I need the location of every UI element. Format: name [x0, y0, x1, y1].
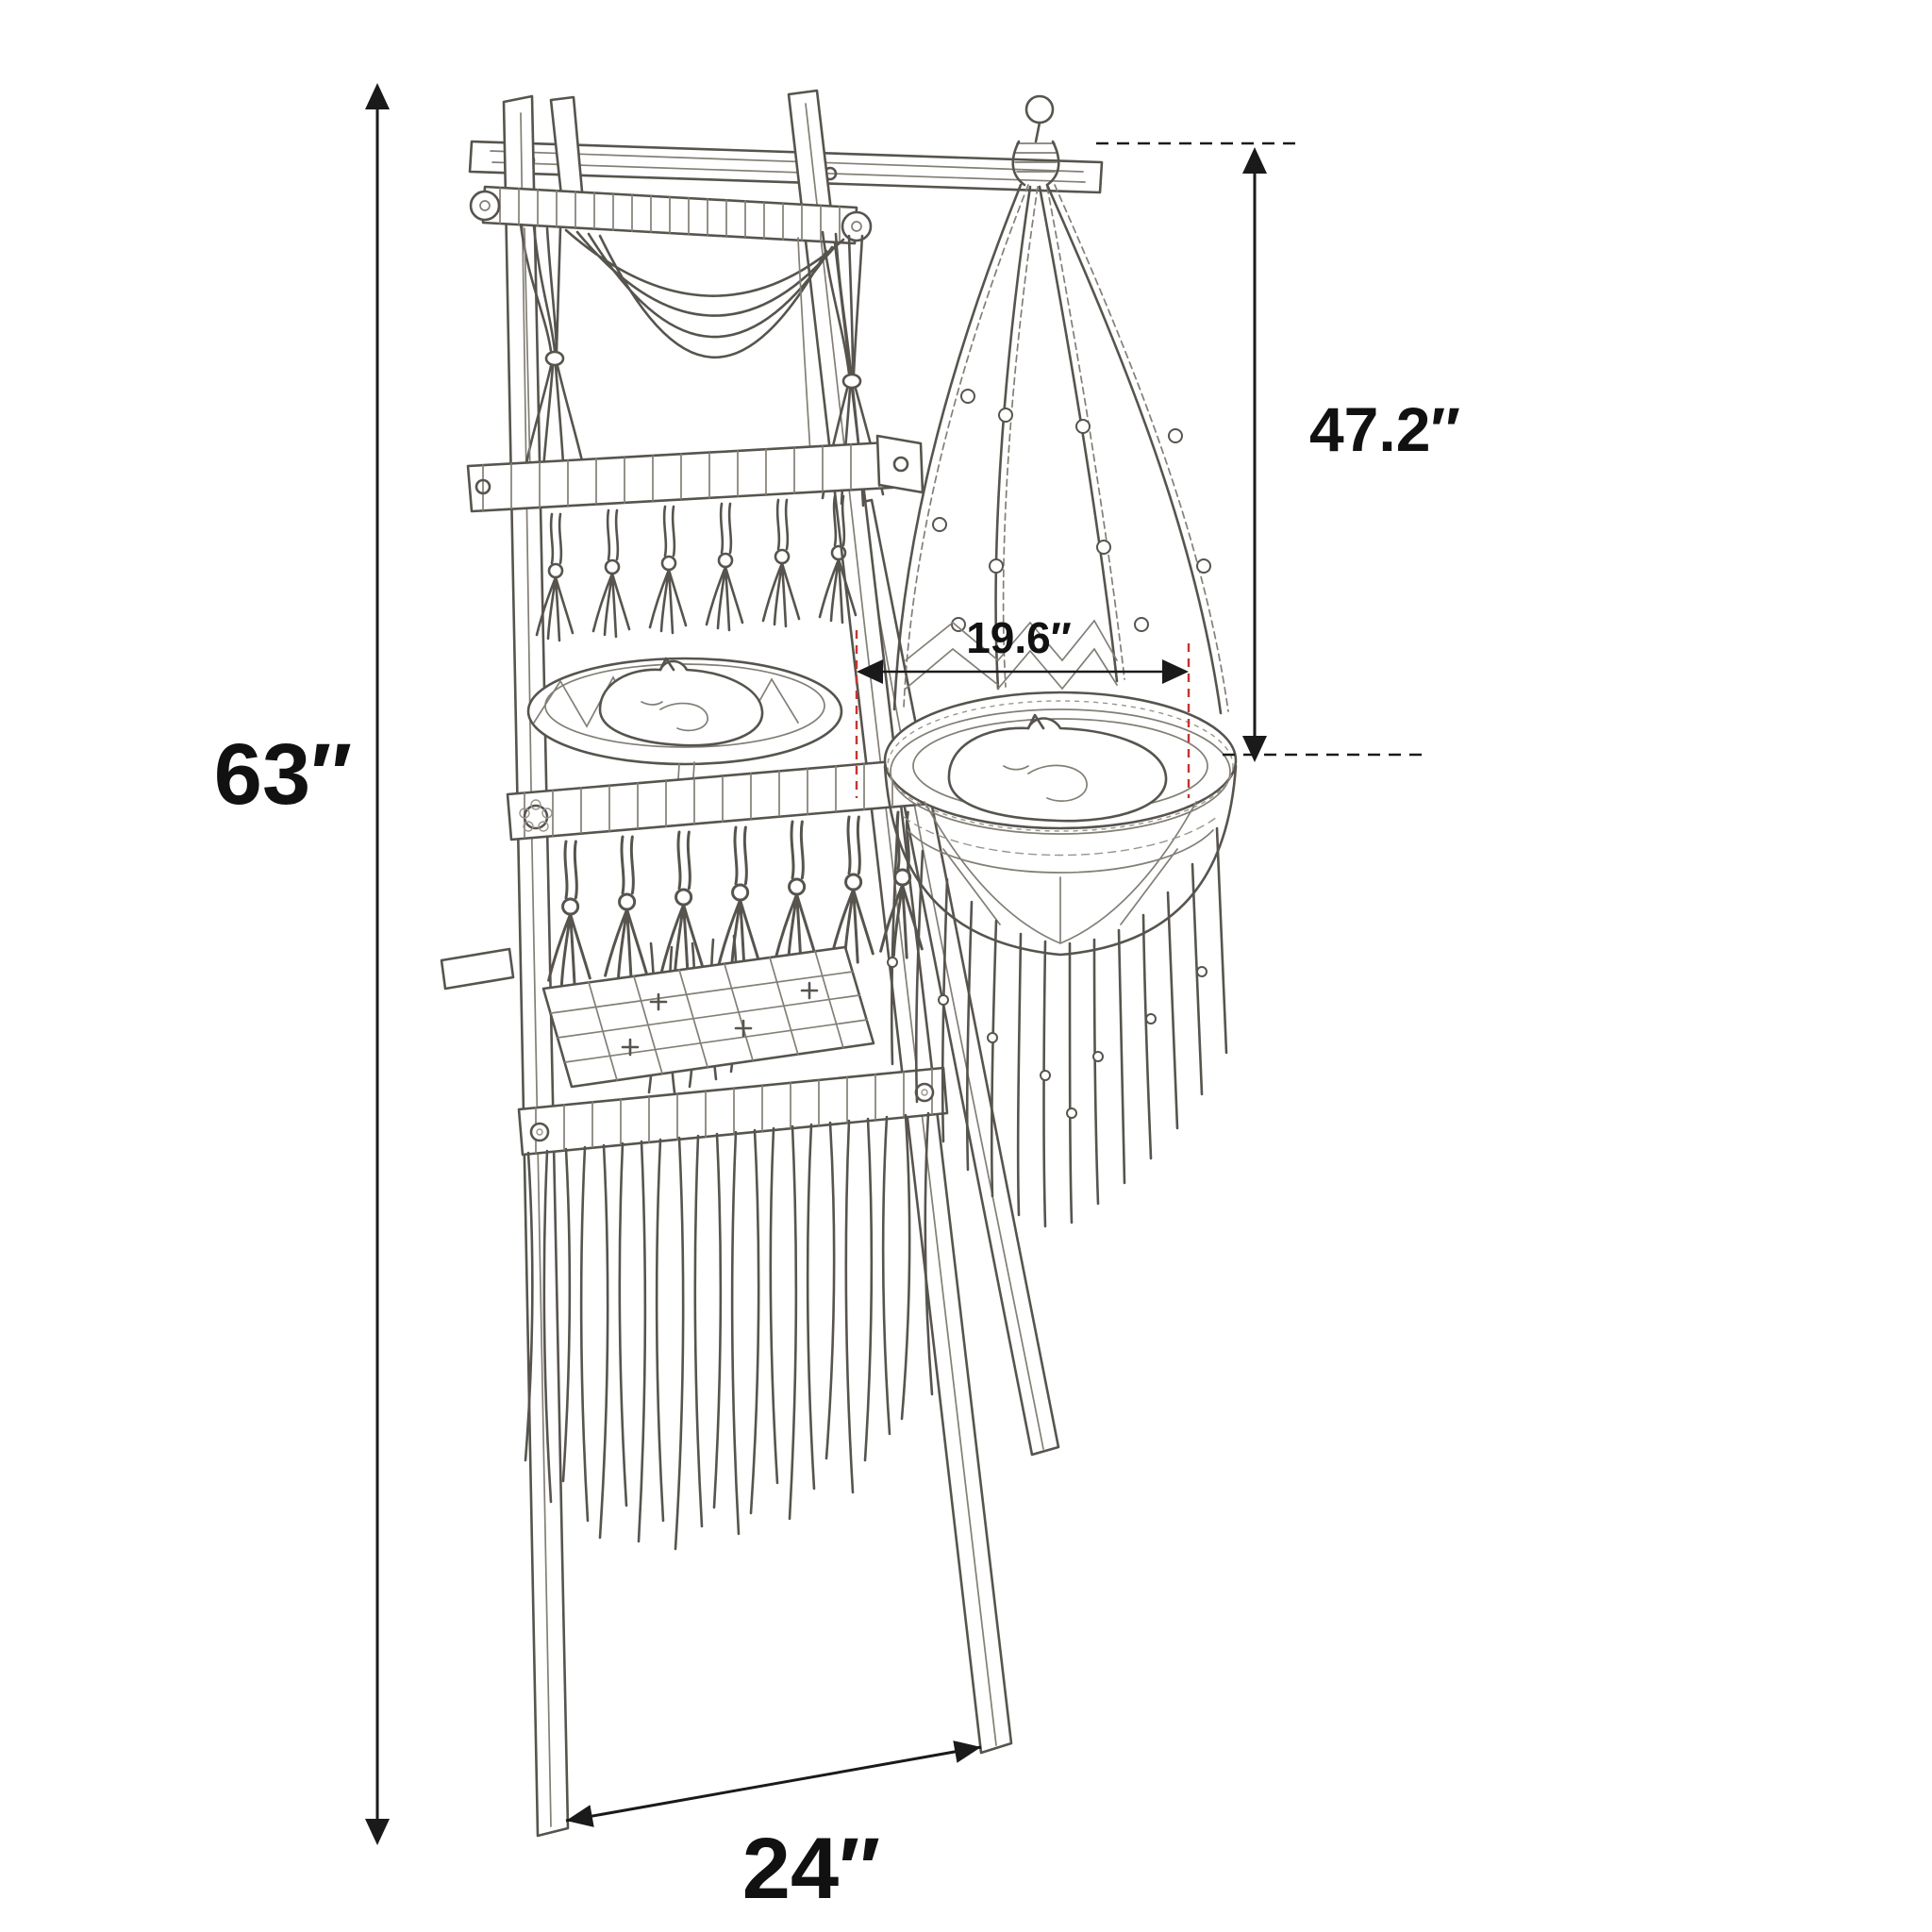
width-arrow-right	[953, 1740, 981, 1763]
hanging-arrow-down	[1242, 736, 1267, 762]
right-curtain	[821, 230, 864, 375]
left-top-post	[549, 95, 585, 206]
width-dimension-label: 24″	[742, 1821, 880, 1917]
flower-knob-left	[519, 799, 553, 832]
dimension-basket-width: 19.6″	[855, 613, 1191, 798]
width-dimension-line	[565, 1745, 982, 1823]
right-finial	[841, 210, 873, 242]
height-dimension-label: 63″	[214, 726, 352, 823]
board	[517, 1066, 949, 1157]
dimension-base-width: 24″	[565, 1740, 982, 1917]
rope-wrap	[1014, 142, 1058, 173]
left-curtain	[519, 223, 562, 353]
bottom-board	[517, 1066, 949, 1157]
width-arrow-left	[566, 1805, 594, 1827]
basket-arrow-right	[1162, 659, 1189, 684]
basket-body	[883, 764, 1238, 957]
cat-in-basket	[947, 717, 1168, 823]
dimension-hanging-height: 47.2″	[1096, 142, 1460, 762]
basket-arrow-left	[857, 659, 883, 684]
hook-ring	[1024, 94, 1055, 125]
weave-cross-marks	[621, 981, 819, 1057]
basket-dimension-label: 19.6″	[966, 613, 1072, 662]
tassel-row-upper	[535, 494, 858, 642]
top-crossbar	[468, 140, 1104, 194]
hanging-basket	[883, 94, 1238, 1228]
suspension-ropes	[892, 183, 1229, 715]
height-arrow-down	[365, 1819, 390, 1845]
middle-bed-basket	[526, 657, 843, 795]
dimension-overall-height: 63″	[214, 83, 390, 1845]
basket-fringe	[890, 813, 1228, 1228]
macrame-net	[905, 619, 1118, 691]
woven-shelf	[541, 945, 875, 1089]
left-finial	[469, 190, 501, 222]
hanging-dimension-label: 47.2″	[1309, 394, 1460, 464]
hanging-arrow-up	[1242, 147, 1267, 174]
long-fringe	[524, 1111, 934, 1551]
left-peg	[440, 947, 515, 991]
left-front-leg	[502, 94, 570, 1838]
curtain-swag	[564, 228, 845, 359]
height-arrow-up	[365, 83, 390, 109]
